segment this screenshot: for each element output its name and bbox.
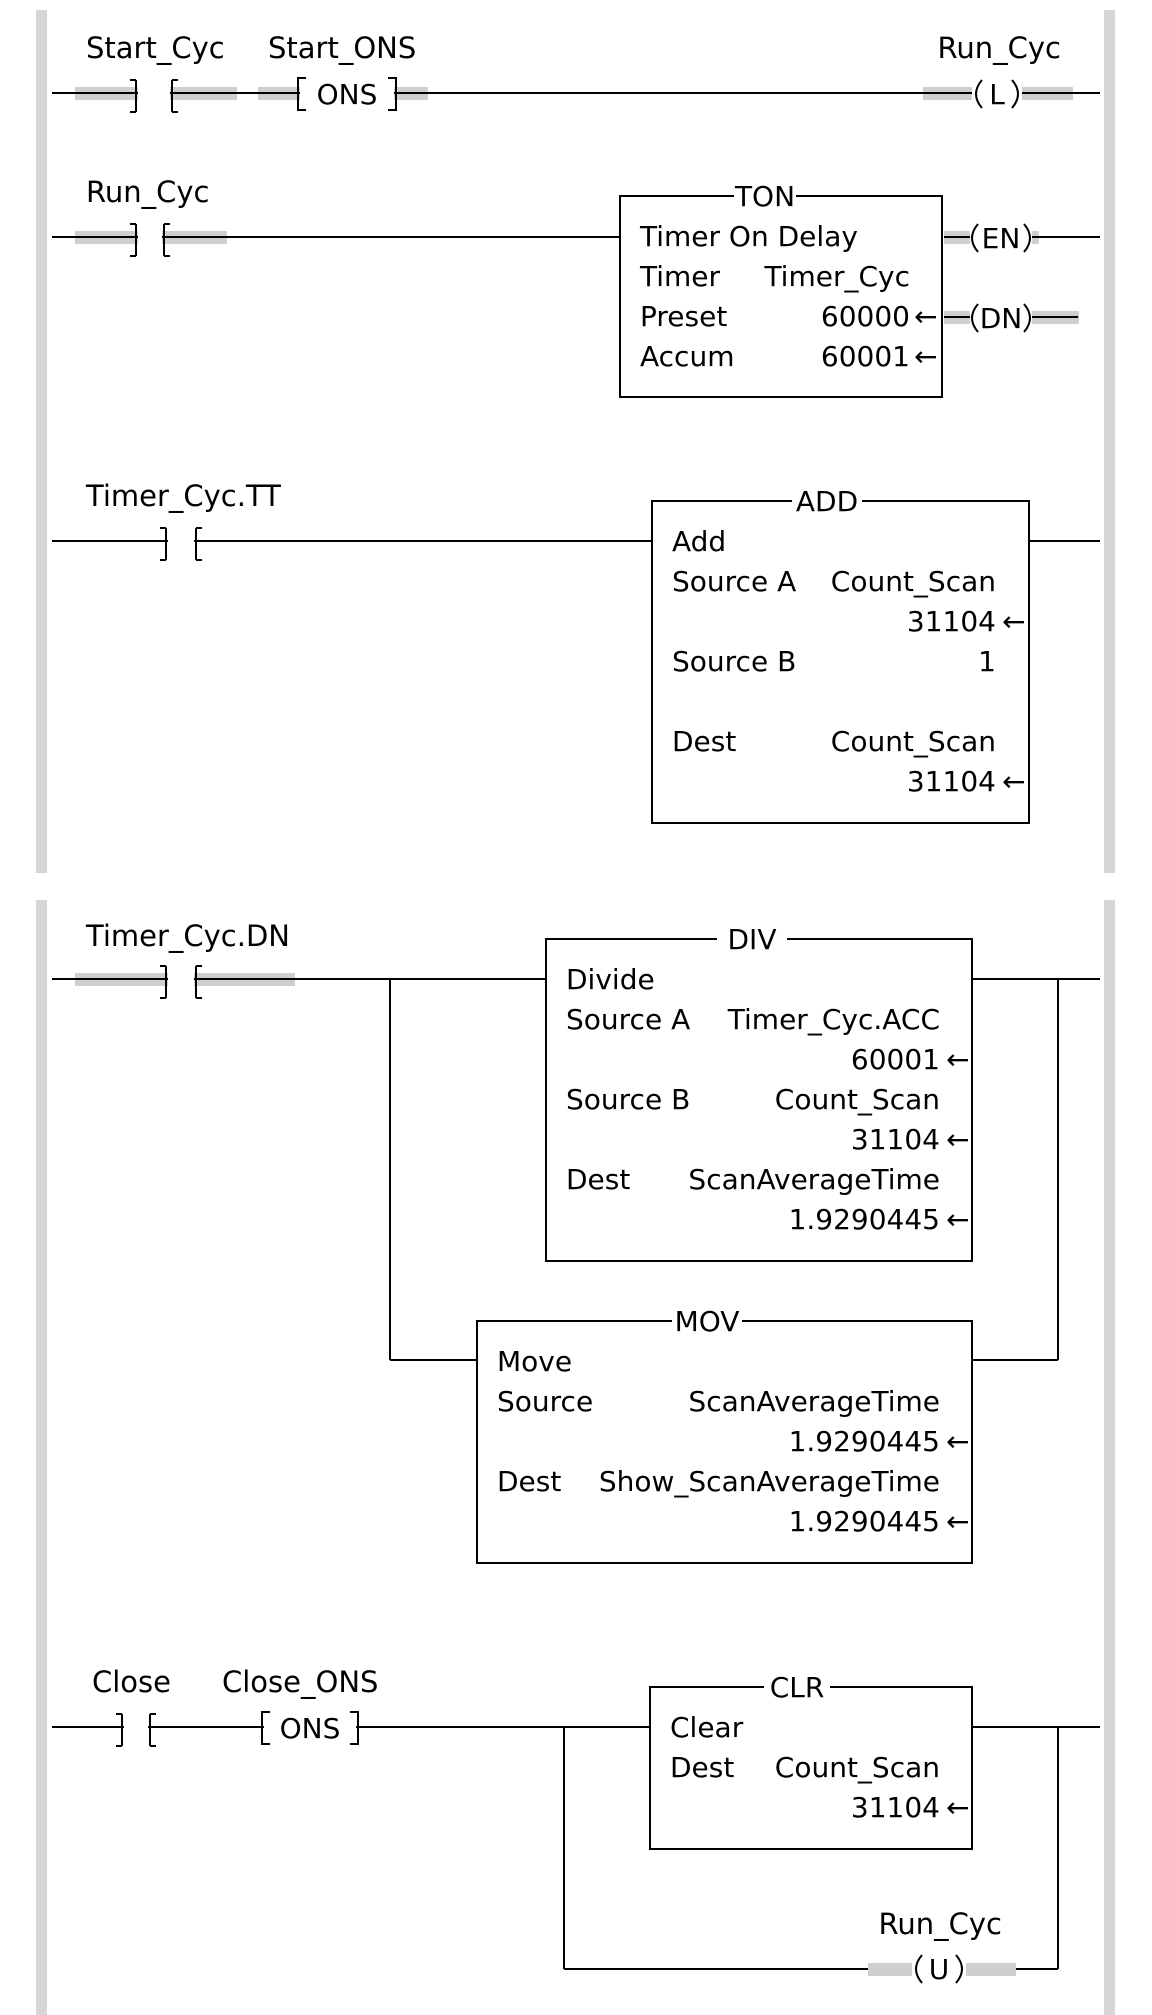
xic-contact-run-cyc[interactable]: [130, 223, 170, 257]
mov-title: MOV: [675, 1305, 740, 1338]
div-source-a-tag: Timer_Cyc.ACC: [727, 1003, 940, 1036]
div-title: DIV: [728, 923, 777, 956]
mov-source-label: Source: [497, 1385, 593, 1418]
ton-title: TON: [734, 180, 795, 213]
arrow-icon: ←: [946, 1123, 969, 1156]
unlatch-coil-run-cyc[interactable]: U: [912, 1953, 966, 1986]
clr-description: Clear: [670, 1711, 744, 1744]
rung-3[interactable]: Timer_Cyc.TT ADD Add Source A Count_Scan…: [52, 479, 1100, 824]
mov-dest-label: Dest: [497, 1465, 561, 1498]
tag-run-cyc-contact: Run_Cyc: [86, 175, 209, 209]
xic-contact-timer-dn[interactable]: [160, 965, 202, 999]
arrow-icon: ←: [914, 300, 937, 333]
ton-accum-value: 60001: [821, 340, 910, 373]
add-description: Add: [672, 525, 726, 558]
add-title: ADD: [796, 485, 858, 518]
arrow-icon: ←: [946, 1043, 969, 1076]
dn-output[interactable]: DN: [970, 302, 1032, 335]
tag-close-ons: Close_ONS: [222, 1665, 378, 1699]
latch-coil-run-cyc[interactable]: L: [972, 78, 1022, 111]
clr-dest-label: Dest: [670, 1751, 734, 1784]
mov-description: Move: [497, 1345, 572, 1378]
arrow-icon: ←: [946, 1505, 969, 1538]
div-description: Divide: [566, 963, 655, 996]
ons-instruction-start[interactable]: ONS: [297, 77, 397, 111]
right-power-rail-upper: [1104, 10, 1115, 873]
tag-close: Close: [92, 1665, 171, 1699]
div-source-b-label: Source B: [566, 1083, 690, 1116]
en-output[interactable]: EN: [970, 222, 1032, 255]
add-instruction-box[interactable]: ADD Add Source A Count_Scan 31104 ← Sour…: [651, 485, 1030, 824]
clr-title: CLR: [770, 1671, 825, 1704]
rung-5[interactable]: Close ONS Close_ONS CLR Clear Dest Count…: [52, 1665, 1100, 1986]
tag-run-cyc-unlatch: Run_Cyc: [879, 1907, 1002, 1941]
xic-contact-close[interactable]: [116, 1713, 156, 1747]
rung-2[interactable]: Run_Cyc TON Timer On Delay Timer Timer_C…: [52, 175, 1100, 398]
left-power-rail-upper: [36, 10, 47, 873]
div-source-a-label: Source A: [566, 1003, 690, 1036]
add-source-b-value: 1: [978, 645, 996, 678]
clr-dest-value: 31104: [851, 1791, 940, 1824]
ton-timer-value: Timer_Cyc: [763, 260, 910, 293]
add-source-a-value: 31104: [907, 605, 996, 638]
tag-start-cyc: Start_Cyc: [86, 31, 225, 65]
left-power-rail-lower: [36, 900, 47, 2015]
arrow-icon: ←: [1002, 765, 1025, 798]
arrow-icon: ←: [946, 1425, 969, 1458]
rung-1[interactable]: Start_Cyc ONS Start_ONS L Run_Cyc: [52, 31, 1100, 113]
mov-dest-value: 1.9290445: [789, 1505, 940, 1538]
en-label: EN: [982, 222, 1021, 255]
add-source-a-tag: Count_Scan: [831, 565, 996, 598]
clr-dest-tag: Count_Scan: [775, 1751, 940, 1784]
arrow-icon: ←: [946, 1791, 969, 1824]
add-dest-value: 31104: [907, 765, 996, 798]
ton-description: Timer On Delay: [639, 220, 858, 253]
clr-instruction-box[interactable]: CLR Clear Dest Count_Scan 31104 ←: [649, 1671, 973, 1850]
right-power-rail-lower: [1104, 900, 1115, 2015]
div-dest-value: 1.9290445: [789, 1203, 940, 1236]
mov-instruction-box[interactable]: MOV Move Source ScanAverageTime 1.929044…: [476, 1305, 973, 1564]
add-dest-tag: Count_Scan: [831, 725, 996, 758]
ton-timer-label: Timer: [639, 260, 721, 293]
ton-accum-label: Accum: [640, 340, 734, 373]
unlatch-label: U: [929, 1953, 950, 1986]
add-source-a-label: Source A: [672, 565, 796, 598]
div-source-b-value: 31104: [851, 1123, 940, 1156]
rung-4[interactable]: Timer_Cyc.DN DIV Divide Source A Timer_C…: [52, 919, 1100, 1564]
tag-timer-cyc-tt: Timer_Cyc.TT: [85, 479, 281, 513]
xic-contact-timer-tt[interactable]: [160, 527, 202, 561]
ons-instruction-close[interactable]: ONS: [261, 1711, 359, 1745]
div-source-b-tag: Count_Scan: [775, 1083, 940, 1116]
div-source-a-value: 60001: [851, 1043, 940, 1076]
div-instruction-box[interactable]: DIV Divide Source A Timer_Cyc.ACC 60001 …: [545, 923, 973, 1262]
mov-source-value: 1.9290445: [789, 1425, 940, 1458]
ons-label: ONS: [317, 78, 378, 111]
div-dest-tag: ScanAverageTime: [688, 1163, 940, 1196]
ton-instruction-box[interactable]: TON Timer On Delay Timer Timer_Cyc Prese…: [619, 180, 943, 398]
div-dest-label: Dest: [566, 1163, 630, 1196]
mov-source-tag: ScanAverageTime: [688, 1385, 940, 1418]
ton-preset-value: 60000: [821, 300, 910, 333]
tag-run-cyc-coil: Run_Cyc: [938, 31, 1061, 65]
latch-label: L: [989, 78, 1005, 111]
ons-label-close: ONS: [280, 1712, 341, 1745]
tag-start-ons: Start_ONS: [268, 31, 416, 65]
xic-contact-start-cyc[interactable]: [130, 79, 178, 113]
add-source-b-label: Source B: [672, 645, 796, 678]
ton-preset-label: Preset: [640, 300, 727, 333]
arrow-icon: ←: [946, 1203, 969, 1236]
arrow-icon: ←: [914, 340, 937, 373]
arrow-icon: ←: [1002, 605, 1025, 638]
tag-timer-cyc-dn: Timer_Cyc.DN: [85, 919, 290, 953]
dn-label: DN: [980, 302, 1023, 335]
mov-dest-tag: Show_ScanAverageTime: [599, 1465, 940, 1498]
add-dest-label: Dest: [672, 725, 736, 758]
